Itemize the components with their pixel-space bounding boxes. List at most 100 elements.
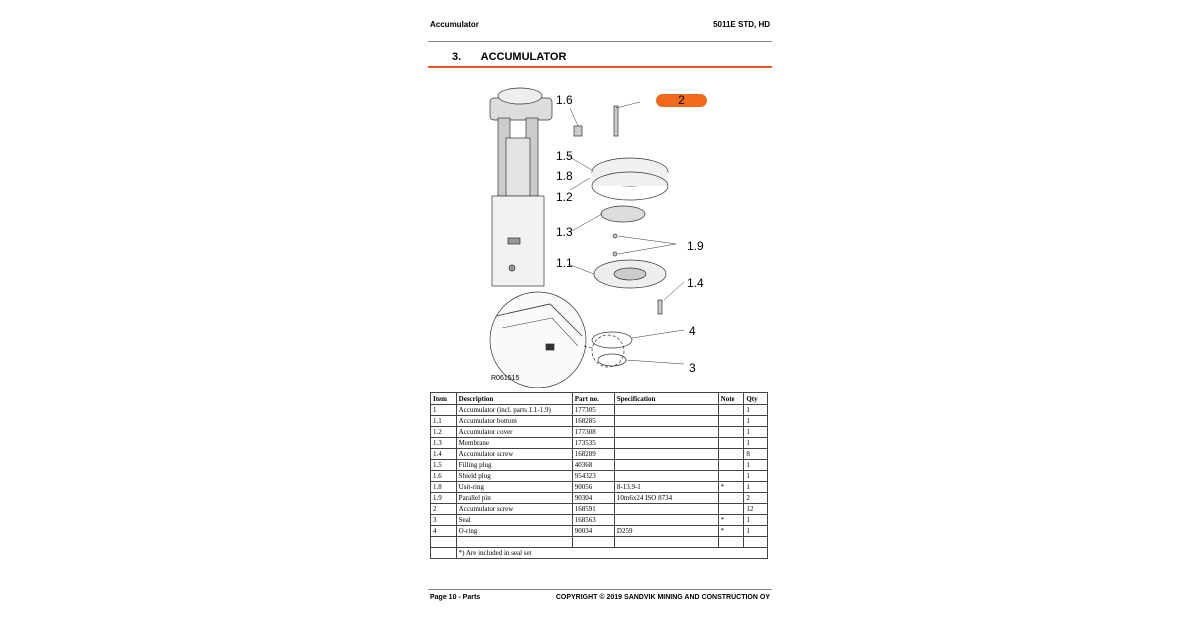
cell-specification: D259 — [613, 525, 719, 537]
detail-seal — [545, 343, 555, 351]
col-description: Description — [455, 392, 573, 405]
drill-body — [491, 195, 545, 287]
callout-1-6: 1.6 — [556, 93, 573, 107]
cell-qty: 1 — [743, 404, 768, 416]
blank-cell — [743, 536, 768, 548]
cell-part-no: 40368 — [571, 459, 615, 471]
cell-part-no: 168289 — [571, 448, 615, 460]
cell-specification — [613, 426, 719, 438]
cell-part-no: 90304 — [571, 492, 615, 504]
blank-cell — [613, 536, 719, 548]
drill-top — [497, 87, 543, 105]
cell-note — [717, 404, 745, 416]
cell-item: 1.6 — [430, 470, 457, 482]
callout-2-highlight: 2 — [656, 94, 707, 107]
col-item: Item — [430, 392, 457, 405]
leader-lines — [567, 101, 685, 365]
cell-description: Membrane — [455, 437, 573, 449]
callout-1-8: 1.8 — [556, 169, 573, 183]
cell-item: 1.9 — [430, 492, 457, 504]
cell-item: 2 — [430, 503, 457, 515]
callout-1-2: 1.2 — [556, 190, 573, 204]
cell-description: Usit-ring — [455, 481, 573, 493]
drill-bolt — [508, 264, 516, 272]
cell-note — [717, 426, 745, 438]
cell-part-no: 168563 — [571, 514, 615, 526]
membrane-part — [600, 205, 646, 223]
cell-item: 1 — [430, 404, 457, 416]
section-number: 3. — [452, 51, 462, 63]
cell-description: Accumulator screw — [455, 448, 573, 460]
cell-note — [717, 415, 745, 427]
cell-note — [717, 437, 745, 449]
cell-qty: 1 — [743, 459, 768, 471]
callout-4: 4 — [689, 324, 696, 338]
cover-side — [592, 172, 668, 186]
cell-specification — [613, 448, 719, 460]
parts-table: Item Description Part no. Specification … — [430, 392, 769, 559]
footer-copyright: COPYRIGHT © 2019 SANDVIK MINING AND CONS… — [555, 594, 770, 601]
cell-qty: 1 — [743, 481, 768, 493]
cell-note — [717, 492, 745, 504]
detail-marker — [591, 334, 625, 368]
cell-qty: 12 — [743, 503, 768, 515]
screw-2-part — [613, 105, 619, 137]
col-note: Note — [717, 392, 745, 405]
cell-item: 1.4 — [430, 448, 457, 460]
cell-note — [717, 448, 745, 460]
cell-part-no: 177308 — [571, 426, 615, 438]
cell-item: 3 — [430, 514, 457, 526]
cell-specification: 10m6x24 ISO 8734 — [613, 492, 719, 504]
col-part-no: Part no. — [571, 392, 615, 405]
cell-description: Accumulator bottom — [455, 415, 573, 427]
section-title: ACCUMULATOR — [480, 51, 567, 63]
blank-cell — [717, 536, 745, 548]
cell-item: 1.1 — [430, 415, 457, 427]
bottom-bore — [613, 267, 647, 281]
cell-part-no: 173535 — [571, 437, 615, 449]
callout-1-1: 1.1 — [556, 256, 573, 270]
header-title: Accumulator — [430, 20, 479, 29]
header-divider — [428, 41, 772, 42]
cell-qty: 1 — [743, 470, 768, 482]
cell-part-no: 168285 — [571, 415, 615, 427]
cell-specification — [613, 503, 719, 515]
blank-cell — [430, 547, 457, 559]
cell-item: 1.3 — [430, 437, 457, 449]
cell-qty: 1 — [743, 437, 768, 449]
blank-cell — [571, 536, 615, 548]
screw-1-4-part — [657, 299, 663, 315]
blank-cell — [455, 536, 573, 548]
col-qty: Qty — [743, 392, 768, 405]
cell-description: O-ring — [455, 525, 573, 537]
footnote-row: *) Are included in seal set — [430, 547, 769, 559]
parts-table-header: Item Description Part no. Specification … — [430, 392, 768, 405]
cell-part-no: 177305 — [571, 404, 615, 416]
footer-divider — [428, 589, 772, 590]
cover-base — [591, 171, 669, 201]
o-ring-part — [591, 331, 633, 349]
cell-note: * — [717, 514, 745, 526]
cell-note: * — [717, 481, 745, 493]
section-heading: 3. ACCUMULATOR — [452, 51, 566, 63]
diagram-reference: R061515 — [491, 375, 520, 382]
col-specification: Specification — [613, 392, 719, 405]
cell-description: Accumulator cover — [455, 426, 573, 438]
cell-part-no: 90056 — [571, 481, 615, 493]
callout-1-4: 1.4 — [687, 276, 704, 290]
cell-specification — [613, 415, 719, 427]
cell-description: Filling plug — [455, 459, 573, 471]
cell-qty: 1 — [743, 525, 768, 537]
drill-port — [507, 237, 521, 245]
cell-specification — [613, 514, 719, 526]
cell-qty: 1 — [743, 426, 768, 438]
cell-description: Shield plug — [455, 470, 573, 482]
cell-specification — [613, 459, 719, 471]
